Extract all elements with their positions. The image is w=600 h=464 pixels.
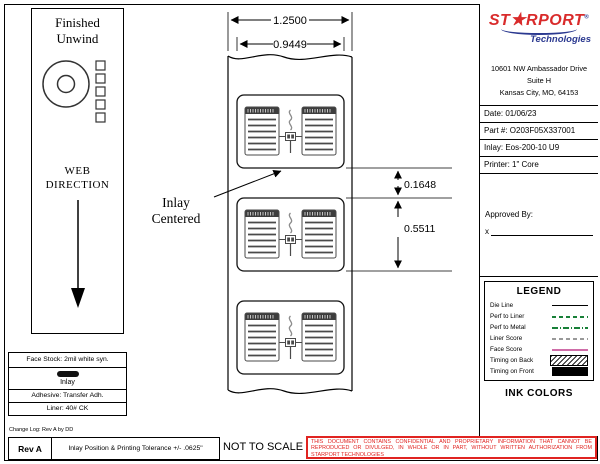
star-icon: ★ (510, 10, 527, 29)
inlay-centered-callout: Inlay Centered (152, 170, 282, 226)
callout-line1: Inlay (162, 195, 190, 210)
dim-web-width: 1.2500 (273, 15, 307, 27)
web-direction-label: WEB DIRECTION (46, 164, 110, 193)
revision-cell: Rev A (9, 438, 52, 459)
dim-gap: 0.1648 (404, 179, 436, 191)
label-roll-icon (41, 59, 106, 123)
logo-text-post: RPORT (526, 12, 585, 29)
label-web-drawing: 1.2500 0.9449 0.1648 0.5511 Inlay Center… (152, 12, 452, 395)
material-stack-box: Face Stock: 2mil white syn. Inlay Adhesi… (8, 352, 127, 416)
finished-unwind-line2: Unwind (56, 31, 99, 47)
logo-subtitle: Technologies (530, 34, 591, 45)
web-direction-arrow-icon (70, 200, 85, 309)
legend-item: Perf to Metal (485, 322, 593, 333)
adhesive-row: Adhesive: Transfer Adh. (9, 389, 126, 402)
address-line2: Suite H (527, 76, 551, 86)
printer-field: Printer: 1" Core (480, 157, 598, 174)
logo-swoosh (501, 25, 577, 35)
tolerance-cell: Inlay Position & Printing Tolerance +/- … (68, 445, 203, 452)
inlay-chip-icon (56, 371, 79, 377)
perf-to-metal-swatch (552, 326, 588, 329)
legend-box: LEGEND Die Line Perf to Liner Perf to Me… (484, 281, 594, 381)
signature-x: x (485, 227, 489, 236)
liner-score-swatch (552, 337, 588, 340)
web-outline (227, 54, 353, 395)
legend-item: Timing on Front (485, 366, 593, 377)
die-line-swatch (552, 304, 588, 307)
inlay-field: Inlay: Eos-200-10 U9 (480, 140, 598, 157)
change-log-note: Change Log: Rev A by DD (9, 427, 74, 433)
face-stock-row: Face Stock: 2mil white syn. (26, 356, 109, 363)
timing-on-front-swatch (552, 367, 588, 376)
not-to-scale-label: NOT TO SCALE (222, 441, 304, 453)
timing-on-back-swatch (550, 355, 588, 366)
legend-item: Timing on Back (485, 355, 593, 366)
ink-colors-heading: INK COLORS (505, 388, 573, 399)
registered-mark: ® (584, 14, 590, 21)
web-direction-line2: DIRECTION (45, 178, 110, 191)
liner-row: Liner: 40# CK (9, 402, 126, 415)
title-block-panel: ST★RPORT® Technologies 10601 NW Ambassad… (479, 4, 598, 436)
part-number-field: Part #: O203F05X337001 (480, 123, 598, 140)
address-line1: 10601 NW Ambassador Drive (490, 64, 588, 73)
web-direction-line1: WEB (64, 164, 91, 177)
dim-label-width: 0.9449 (273, 39, 307, 51)
signature-line: x (485, 228, 593, 236)
dim-label-height: 0.5511 (404, 223, 435, 235)
legend-title: LEGEND (516, 286, 562, 297)
legend-item: Face Score (485, 344, 593, 355)
starport-logo-wordmark: ST★RPORT® (480, 11, 598, 29)
approved-by-label: Approved By: (485, 210, 534, 219)
company-address: 10601 NW Ambassador Drive Suite H Kansas… (480, 59, 598, 106)
date-field: Date: 01/06/23 (480, 106, 598, 123)
signature-rule (491, 228, 593, 236)
legend-item: Perf to Liner (485, 311, 593, 322)
dimension-lines (227, 12, 452, 272)
logo-text-pre: ST (488, 12, 511, 29)
inlay-row: Inlay (9, 367, 126, 389)
finished-unwind-title: Finished Unwind (55, 15, 100, 48)
confidentiality-disclaimer: THIS DOCUMENT CONTAINS CONFIDENTIAL AND … (306, 436, 597, 459)
address-line3: Kansas City, MO, 64153 (499, 88, 579, 98)
revision-strip: Rev A Inlay Position & Printing Toleranc… (8, 437, 220, 460)
legend-item: Die Line (485, 300, 593, 311)
finished-unwind-box: Finished Unwind WEB DIRECTION (31, 8, 124, 334)
finished-unwind-line1: Finished (55, 15, 100, 30)
legend-item: Liner Score (485, 333, 593, 344)
perf-to-liner-swatch (552, 315, 588, 318)
callout-line2: Centered (152, 211, 201, 226)
starport-logo: ST★RPORT® Technologies (480, 4, 598, 59)
label-outlines (236, 94, 345, 375)
face-score-swatch (552, 348, 588, 351)
approved-by-section: Approved By: x (480, 174, 598, 277)
inlay-row-label: Inlay (60, 379, 75, 386)
